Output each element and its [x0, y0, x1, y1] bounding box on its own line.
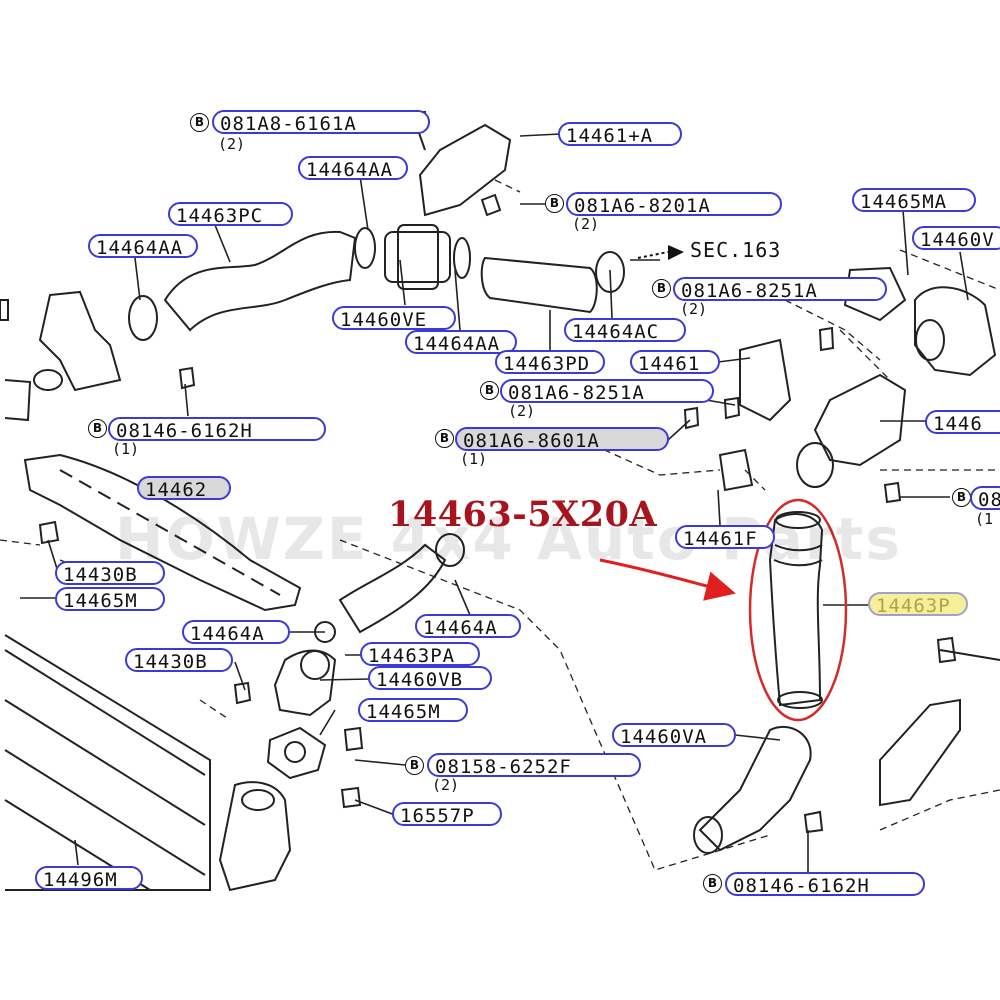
label-14460vb[interactable]: 14460VB	[368, 666, 492, 690]
label-14465m-left[interactable]: 14465M	[55, 587, 165, 611]
label-14460-right[interactable]: 1446	[925, 410, 1000, 434]
quantity: (2)	[432, 776, 460, 794]
label-14464aa-mid[interactable]: 14464AA	[405, 330, 517, 354]
label-14430b-top[interactable]: 14430B	[55, 561, 165, 585]
quantity: (1)	[112, 440, 140, 458]
label-14461f[interactable]: 14461F	[675, 525, 775, 549]
quantity: (2)	[680, 300, 708, 318]
bolt-symbol-icon: B	[952, 488, 971, 507]
quantity: (2)	[508, 402, 536, 420]
label-14464ac[interactable]: 14464AC	[564, 318, 686, 342]
bolt-symbol-icon: B	[652, 279, 671, 298]
label-081a6-8251a-right[interactable]: 081A6-8251A	[673, 277, 887, 301]
label-14461[interactable]: 14461	[630, 350, 720, 374]
label-14464aa-top[interactable]: 14464AA	[298, 156, 408, 180]
pointer-arrow-icon	[599, 558, 736, 601]
label-14462[interactable]: 14462	[137, 476, 231, 500]
label-081a6-8251a-mid[interactable]: 081A6-8251A	[500, 379, 714, 403]
section-reference: SEC.163	[690, 238, 782, 262]
label-14464a-mid[interactable]: 14464A	[415, 614, 521, 638]
label-14496m[interactable]: 14496M	[35, 866, 143, 890]
label-16557p[interactable]: 16557P	[392, 802, 502, 826]
label-14463pa[interactable]: 14463PA	[360, 642, 480, 666]
label-08158-6252f[interactable]: 08158-6252F	[427, 753, 641, 777]
label-08146-6162h-bottom[interactable]: 08146-6162H	[725, 872, 925, 896]
label-14463pd[interactable]: 14463PD	[495, 350, 605, 374]
label-14463p[interactable]: 14463P	[868, 592, 968, 616]
label-14460ve[interactable]: 14460VE	[332, 306, 456, 330]
bolt-symbol-icon: B	[545, 194, 564, 213]
label-14464aa-left[interactable]: 14464AA	[88, 234, 198, 258]
highlight-ellipse	[748, 498, 848, 722]
label-081a6-8601a[interactable]: 081A6-8601A	[455, 427, 669, 451]
label-14465ma[interactable]: 14465MA	[852, 188, 976, 212]
label-14460v[interactable]: 14460V	[912, 226, 1000, 250]
quantity: (2)	[218, 135, 246, 153]
label-081a8-6161a[interactable]: 081A8-6161A	[212, 110, 430, 134]
bolt-symbol-icon: B	[88, 419, 107, 438]
bolt-symbol-icon: B	[703, 874, 722, 893]
quantity: (2)	[572, 215, 600, 233]
bolt-symbol-icon: B	[435, 429, 454, 448]
bolt-symbol-icon: B	[405, 756, 424, 775]
label-08146-6162h-top[interactable]: 08146-6162H	[108, 417, 326, 441]
label-14464a-left[interactable]: 14464A	[182, 620, 290, 644]
label-14465m-mid[interactable]: 14465M	[358, 698, 468, 722]
label-08-right[interactable]: 08	[970, 486, 1000, 510]
arrow-icon	[637, 245, 684, 260]
quantity: (1	[975, 510, 994, 528]
bolt-symbol-icon: B	[190, 113, 209, 132]
bolt-symbol-icon: B	[480, 381, 499, 400]
label-14460va[interactable]: 14460VA	[612, 723, 736, 747]
label-14461a[interactable]: 14461+A	[558, 122, 682, 146]
quantity: (1)	[460, 450, 488, 468]
label-081a6-8201a[interactable]: 081A6-8201A	[566, 192, 782, 216]
label-14463pc[interactable]: 14463PC	[168, 202, 293, 226]
part-number-title: 14463-5X20A	[388, 494, 658, 535]
label-14430b-low[interactable]: 14430B	[125, 648, 233, 672]
